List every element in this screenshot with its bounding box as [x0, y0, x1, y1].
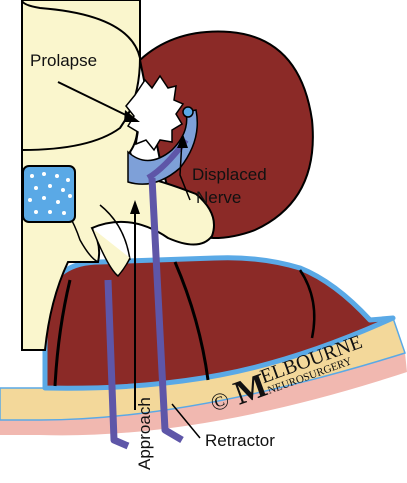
label-displaced-nerve-line2: Nerve: [196, 188, 241, 207]
label-displaced-nerve-line1: Displaced: [192, 165, 267, 184]
label-retractor: Retractor: [205, 431, 275, 450]
label-prolapse: Prolapse: [30, 51, 97, 70]
label-approach: Approach: [135, 397, 154, 470]
nerve-dot: [183, 107, 193, 117]
